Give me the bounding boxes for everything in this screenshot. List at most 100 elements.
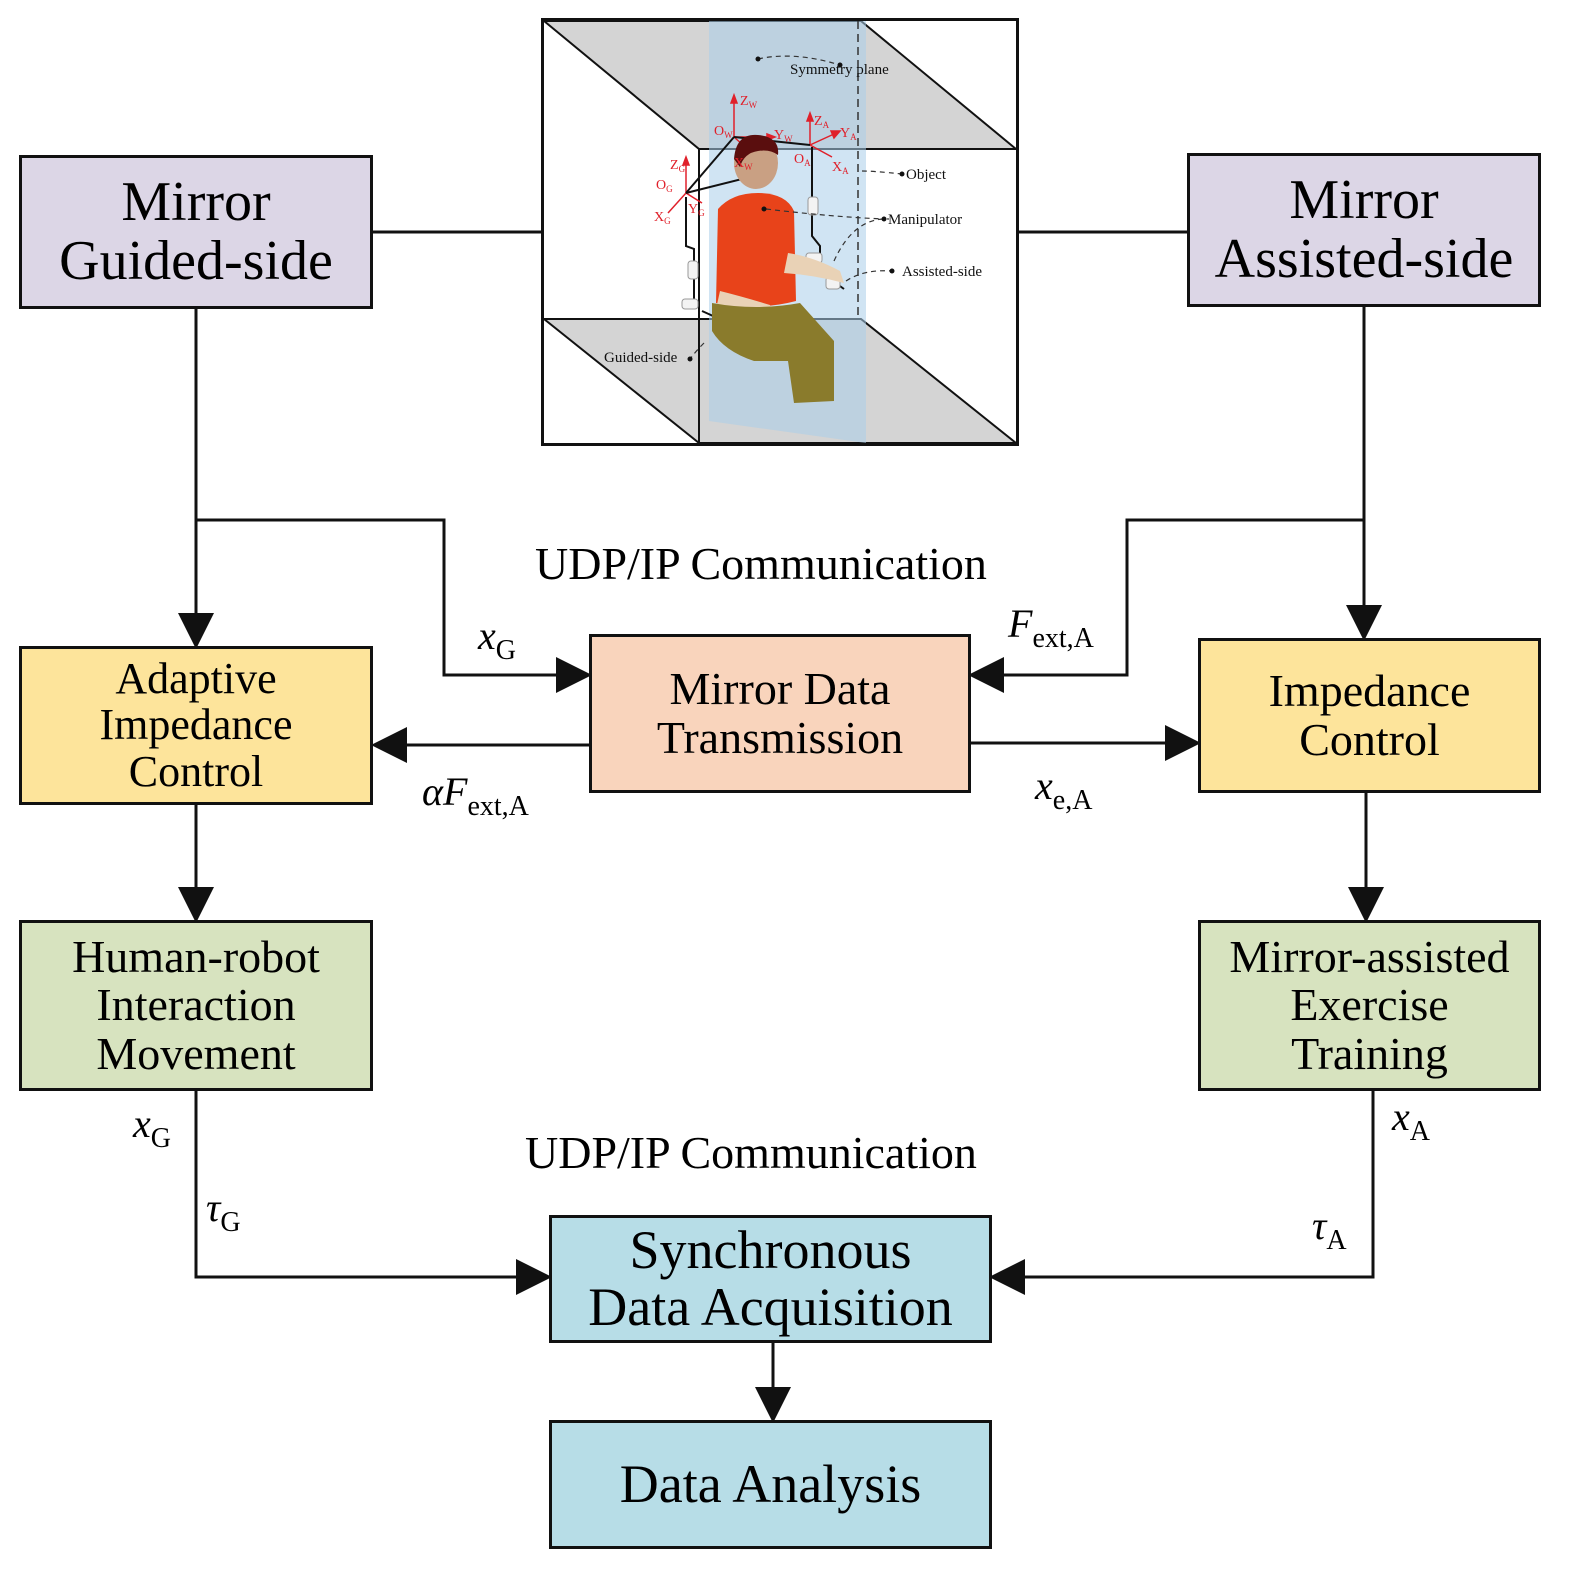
signal-sub: ext,A [467, 790, 529, 822]
box-line: Data Analysis [619, 1454, 922, 1515]
signal-main: x [1392, 1094, 1410, 1139]
signal-main: x [1035, 763, 1053, 808]
mirror-guided-side-box: Mirror Guided-side [19, 155, 373, 309]
frame-label-sub: G [698, 208, 705, 218]
box-line: Impedance [99, 700, 293, 750]
signal-sub: e,A [1052, 784, 1093, 816]
box-line: Guided-side [59, 230, 333, 292]
wire-human-robot-to-acquisition [194, 1091, 552, 1295]
signal-sub: G [150, 1122, 171, 1154]
frame-label-sub: W [724, 130, 733, 140]
svg-text:OW: OW [714, 124, 733, 140]
box-line: Data Acquisition [588, 1277, 953, 1337]
frame-label: X [654, 210, 664, 225]
box-line: Movement [96, 1027, 296, 1079]
udp-communication-label-bottom: UDP/IP Communication [525, 1127, 977, 1178]
annotation-object: Object [906, 167, 947, 183]
signal-x-a: xA [1392, 1093, 1430, 1148]
box-line: Control [128, 746, 264, 796]
box-line: Impedance [1268, 665, 1471, 717]
frame-label: O [656, 178, 666, 193]
box-line: Transmission [656, 711, 904, 763]
frame-label: O [794, 152, 804, 167]
signal-main: τ [206, 1185, 221, 1230]
torso [716, 193, 796, 307]
box-line: Mirror-assisted [1229, 931, 1510, 983]
assisted-frame [805, 110, 842, 158]
mirror-data-transmission-box: Mirror Data Transmission [589, 634, 971, 793]
frame-label: Z [740, 94, 749, 109]
annotation-symmetry-plane: Symmetry plane [790, 62, 889, 78]
data-analysis-box: Data Analysis [549, 1420, 992, 1549]
frame-label-sub: A [823, 120, 830, 130]
svg-text:YG: YG [688, 202, 705, 218]
signal-tau-g: τG [206, 1184, 241, 1239]
signal-main: x [478, 613, 496, 658]
svg-text:OA: OA [794, 152, 811, 168]
svg-text:ZW: ZW [740, 94, 758, 110]
box-line: Exercise [1290, 979, 1449, 1031]
mirror-assisted-side-box: Mirror Assisted-side [1187, 153, 1541, 307]
annotation-guided-side: Guided-side [604, 350, 678, 366]
box-line: Mirror [121, 171, 271, 234]
adaptive-impedance-control-box: Adaptive Impedance Control [19, 646, 373, 805]
signal-prefix: α [422, 769, 443, 814]
frame-label: Y [774, 128, 784, 143]
frame-label: Y [688, 202, 698, 217]
svg-text:YW: YW [774, 128, 793, 144]
right-arm [784, 253, 844, 283]
frame-label-sub: W [784, 134, 793, 144]
frame-label: X [734, 156, 744, 171]
signal-xg-bottom: xG [133, 1100, 171, 1155]
signal-sub: G [220, 1206, 241, 1238]
human-figure [712, 134, 844, 403]
frame-label: Z [814, 114, 823, 129]
frame-label-sub: G [666, 184, 673, 194]
box-line: Human-robot [72, 931, 320, 983]
frame-label: Y [840, 126, 850, 141]
synchronous-data-acquisition-box: Synchronous Data Acquisition [549, 1215, 992, 1343]
box-line: Interaction [96, 979, 296, 1031]
frame-labels: ZW OW YW XW ZA YA OA XA ZG OG YG XG [654, 94, 857, 226]
signal-main: τ [1312, 1203, 1327, 1248]
frame-label-sub: G [679, 164, 686, 174]
mirror-assisted-training-box: Mirror-assisted Exercise Training [1198, 920, 1541, 1091]
box-line: Training [1291, 1027, 1448, 1079]
frame-label-sub: W [744, 162, 753, 172]
signal-f-ext-a: Fext,A [1008, 600, 1094, 655]
svg-text:XG: XG [654, 210, 671, 226]
mirror-rehab-illustration: Symmetry plane Object Manipulator Assist… [541, 18, 1019, 446]
box-line: Mirror [1289, 169, 1439, 232]
box-line: Assisted-side [1214, 228, 1514, 290]
udp-communication-label-top: UDP/IP Communication [535, 538, 987, 589]
svg-text:XW: XW [734, 156, 753, 172]
svg-text:ZG: ZG [670, 158, 686, 174]
box-line: Mirror Data [669, 663, 891, 715]
signal-tau-a: τA [1312, 1202, 1347, 1257]
human-robot-interaction-box: Human-robot Interaction Movement [19, 920, 373, 1091]
impedance-control-box: Impedance Control [1198, 638, 1541, 793]
signal-sub: ext,A [1032, 622, 1094, 654]
svg-text:OG: OG [656, 178, 673, 194]
guided-frame [667, 154, 703, 214]
signal-main: x [133, 1101, 151, 1146]
svg-text:XA: XA [832, 160, 849, 176]
frame-label-sub: W [749, 100, 758, 110]
frame-label-sub: A [850, 132, 857, 142]
annotation-dots [687, 56, 905, 362]
annotation-assisted-side: Assisted-side [902, 264, 982, 280]
frame-label-sub: G [664, 216, 671, 226]
signal-main: F [443, 769, 468, 814]
svg-text:ZA: ZA [814, 114, 830, 130]
signal-sub: A [1326, 1224, 1347, 1256]
box-line: Adaptive [115, 654, 277, 704]
annotation-manipulator: Manipulator [888, 212, 962, 228]
wire-xg-to-transmission [196, 518, 592, 693]
frame-label: X [832, 160, 842, 175]
box-line: Synchronous [629, 1220, 912, 1281]
signal-main: F [1008, 601, 1033, 646]
signal-alpha-f-ext-a: αFext,A [422, 768, 529, 823]
frame-label: O [714, 124, 724, 139]
box-line: Control [1299, 713, 1440, 765]
